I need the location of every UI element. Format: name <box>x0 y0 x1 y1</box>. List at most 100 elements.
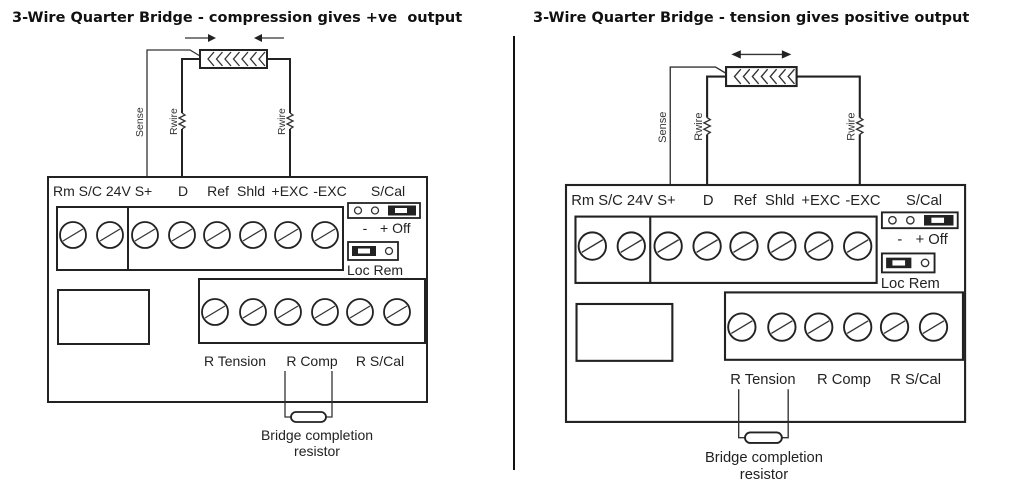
scal-plus-off-label: + Off <box>380 220 411 236</box>
gauge-grid-chevron <box>232 51 240 67</box>
scal-label: S/Cal <box>371 183 405 199</box>
gauge-grid-chevron <box>215 51 223 67</box>
d-wire <box>706 75 727 185</box>
rwire-label: Rwire <box>846 113 858 141</box>
gauge-grid-chevron <box>751 68 760 85</box>
screw-slot <box>99 228 121 242</box>
rwire-resistor-icon <box>177 112 187 130</box>
jumper-pin <box>888 215 897 225</box>
resistor-lead <box>738 389 746 439</box>
excitation-wire <box>267 58 291 177</box>
screw-slot <box>733 239 755 253</box>
left-panel-title: 3-Wire Quarter Bridge - compression give… <box>12 10 462 26</box>
terminal-label: Ref <box>207 183 229 199</box>
screw-slot <box>242 228 264 242</box>
scal-jumper-block <box>880 211 959 230</box>
screw-slot <box>277 305 299 319</box>
screw-slot <box>277 228 299 242</box>
top-terminal-block <box>56 206 344 271</box>
screw-slot <box>883 320 906 335</box>
screw-slot <box>314 305 336 319</box>
bottom-terminal-label: R Comp <box>286 353 338 369</box>
terminal-label: +EXC <box>801 193 840 209</box>
rwire-gap <box>702 117 712 135</box>
rwire-resistor-icon <box>702 117 712 136</box>
screw-slot <box>314 228 336 242</box>
screw-slot <box>770 320 793 335</box>
screw-slot <box>581 239 604 253</box>
rwire-label: Rwire <box>168 108 180 135</box>
excitation-wire <box>796 75 861 185</box>
terminal-label: Shld <box>237 183 265 199</box>
caption-line2: resistor <box>740 467 788 483</box>
jumper-shunt-window <box>892 260 906 266</box>
arrow-head-icon <box>731 50 741 59</box>
screw-slot <box>620 239 643 253</box>
terminal-label: Ref <box>734 193 758 209</box>
bridge-completion-resistor-icon <box>744 431 783 444</box>
sense-wire <box>146 49 201 177</box>
gauge-grid-chevron <box>733 68 742 85</box>
rwire-resistor-icon <box>855 117 865 136</box>
scal-plus-off-label: + Off <box>916 232 949 248</box>
screw-slot <box>349 305 371 319</box>
sense-label: Sense <box>134 107 146 137</box>
gauge-grid-chevron <box>778 68 787 85</box>
screw-slot <box>807 320 830 335</box>
scal-jumper-block <box>347 202 421 219</box>
terminal-label: Rm S/C 24V S+ <box>53 183 152 199</box>
rwire-resistor-icon <box>285 112 295 130</box>
rwire-gap <box>178 113 186 129</box>
screw-slot <box>807 239 830 253</box>
terminal-label: D <box>703 193 714 209</box>
arrow-head-icon <box>208 34 216 42</box>
caption-line2: resistor <box>294 443 340 459</box>
gauge-grid-chevron <box>224 51 232 67</box>
loc-rem-label: Loc Rem <box>881 276 940 292</box>
loc-rem-jumper-block <box>347 241 399 261</box>
arrow-head-icon <box>254 34 262 42</box>
gauge-grid-chevron <box>787 68 796 85</box>
gauge-grid-chevron <box>207 51 215 67</box>
screw-slot <box>846 320 869 335</box>
arrow-head-icon <box>781 50 792 59</box>
screw-slot <box>171 228 193 242</box>
rwire-label: Rwire <box>693 113 705 141</box>
amplifier-housing <box>47 176 428 403</box>
rwire-label: Rwire <box>276 108 288 135</box>
bottom-terminal-block <box>723 291 965 361</box>
jumper-shunt-window <box>931 217 945 223</box>
d-wire <box>181 58 200 177</box>
caption-line1: Bridge completion <box>705 450 823 466</box>
scal-label: S/Cal <box>906 193 942 209</box>
jumper-pin <box>384 246 394 256</box>
gauge-grid-chevron <box>241 51 249 67</box>
bottom-terminal-label: R Tension <box>730 372 795 388</box>
screw-slot <box>206 228 228 242</box>
screw-slot <box>657 239 680 253</box>
bottom-terminal-label: R S/Cal <box>356 353 404 369</box>
resistor-lead <box>284 371 291 418</box>
caption-line1: Bridge completion <box>261 427 373 443</box>
screw-slot <box>62 228 84 242</box>
gauge-grid-chevron <box>258 51 266 67</box>
jumper-pin <box>370 206 380 215</box>
rwire-gap <box>855 117 864 135</box>
rwire-gap <box>286 113 294 129</box>
scal-minus-label: - <box>363 220 368 236</box>
screw-slot <box>696 239 718 253</box>
display-window <box>575 302 674 362</box>
screw-slot <box>922 320 945 335</box>
bottom-terminal-block <box>198 278 426 344</box>
bottom-terminal-label: R Tension <box>204 353 266 369</box>
display-window <box>57 289 150 345</box>
jumper-shunt-window <box>358 248 370 254</box>
jumper-pin <box>353 206 363 215</box>
terminal-label: Rm S/C 24V S+ <box>571 193 675 209</box>
top-terminal-block <box>574 215 878 284</box>
jumper-pin <box>920 258 930 268</box>
gauge-grid-chevron <box>249 51 257 67</box>
